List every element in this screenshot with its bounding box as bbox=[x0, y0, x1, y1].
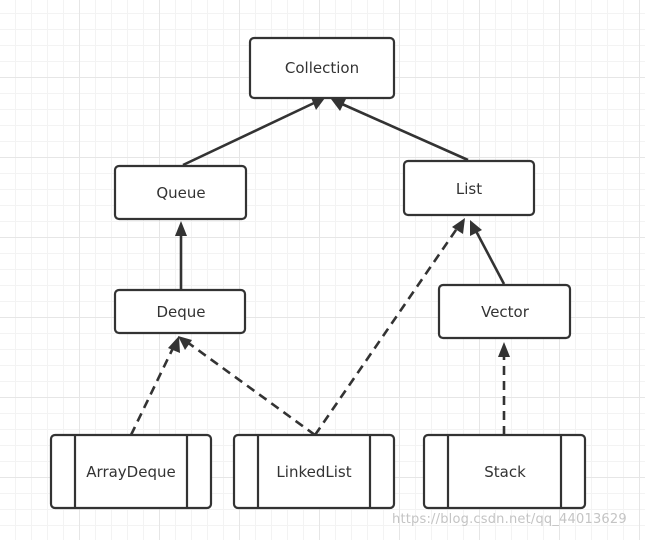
arrowhead-linkedlist-list bbox=[452, 218, 465, 234]
node-list-label: List bbox=[456, 180, 482, 198]
watermark-text: https://blog.csdn.net/qq_44013629 bbox=[392, 512, 627, 527]
edge-arraydeque-to-deque bbox=[129, 345, 176, 436]
edge-vector-to-list bbox=[474, 230, 506, 285]
edges bbox=[129, 95, 510, 437]
edge-queue-to-collection bbox=[182, 101, 315, 167]
node-stack[interactable]: Stack bbox=[422, 433, 587, 510]
arrowhead-vector-list bbox=[470, 220, 482, 236]
arrowhead-stack-vector bbox=[498, 342, 510, 357]
node-linked-list[interactable]: LinkedList bbox=[232, 433, 396, 510]
arrowhead-list-collection bbox=[331, 97, 347, 111]
node-vector[interactable]: Vector bbox=[437, 283, 572, 340]
edge-list-to-collection bbox=[341, 102, 469, 162]
node-collection[interactable]: Collection bbox=[248, 36, 396, 100]
node-collection-label: Collection bbox=[285, 59, 359, 77]
node-array-deque[interactable]: ArrayDeque bbox=[49, 433, 213, 510]
node-vector-label: Vector bbox=[481, 303, 530, 321]
arrowhead-linkedlist-deque bbox=[178, 336, 192, 350]
node-stack-label: Stack bbox=[484, 463, 526, 481]
node-linked-list-label: LinkedList bbox=[276, 463, 351, 481]
node-array-deque-label: ArrayDeque bbox=[86, 463, 175, 481]
node-queue[interactable]: Queue bbox=[113, 164, 248, 221]
edge-linkedlist-to-list bbox=[313, 226, 460, 436]
arrowhead-arraydeque-deque bbox=[168, 336, 180, 353]
edge-linkedlist-to-deque bbox=[186, 340, 316, 437]
node-deque[interactable]: Deque bbox=[113, 288, 247, 335]
node-list[interactable]: List bbox=[402, 159, 536, 217]
arrowhead-deque-queue bbox=[175, 221, 187, 236]
node-deque-label: Deque bbox=[156, 303, 205, 321]
node-queue-label: Queue bbox=[156, 184, 205, 202]
